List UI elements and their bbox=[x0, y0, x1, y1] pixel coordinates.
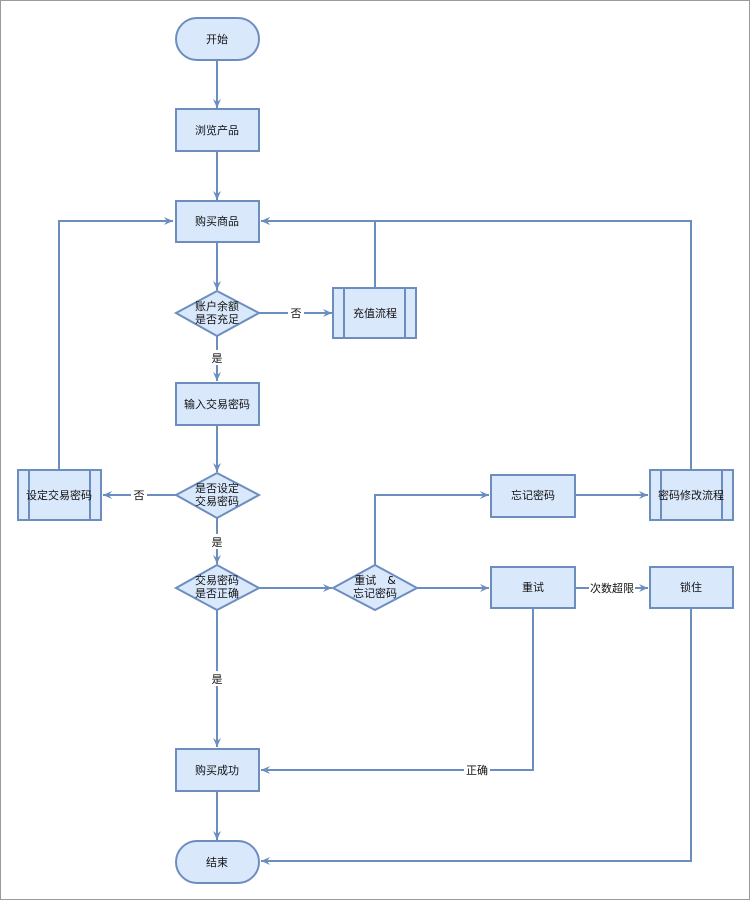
node-retryforgot-label-1: 重试 & bbox=[354, 573, 396, 587]
node-hasset-label-1: 是否设定 bbox=[195, 481, 239, 495]
node-end: 结束 bbox=[175, 840, 260, 884]
node-success-label: 购买成功 bbox=[195, 763, 239, 777]
edge-label-yes-correct: 是 bbox=[212, 673, 223, 686]
node-balance-decision: 账户余额 是否充足 bbox=[173, 289, 262, 338]
node-retry: 重试 bbox=[490, 566, 576, 609]
node-set-password-process: 设定交易密码 bbox=[17, 469, 102, 521]
node-correct-label-2: 是否正确 bbox=[195, 587, 239, 600]
node-forgot-label: 忘记密码 bbox=[511, 488, 555, 502]
node-retry-label: 重试 bbox=[522, 580, 544, 594]
node-buy-goods: 购买商品 bbox=[175, 200, 260, 243]
edge-setpwd-to-buy bbox=[58, 217, 173, 470]
edge-labels: 否 是 否 是 是 次数超限 正确 bbox=[131, 305, 635, 777]
node-setpwd-label: 设定交易密码 bbox=[26, 488, 92, 502]
edge-label-yes-balance: 是 bbox=[212, 352, 223, 365]
edge-retryforgot-to-forgot bbox=[374, 491, 489, 565]
node-modify-password-process: 密码修改流程 bbox=[649, 469, 734, 521]
node-recharge-process: 充值流程 bbox=[332, 287, 417, 339]
edge-modify-to-buy bbox=[261, 217, 692, 470]
node-hasset-decision: 是否设定 交易密码 bbox=[173, 471, 262, 520]
node-hasset-label-2: 交易密码 bbox=[195, 494, 239, 508]
node-correct-label-1: 交易密码 bbox=[195, 573, 239, 587]
node-lock-label: 锁住 bbox=[680, 580, 702, 594]
node-balance-label-1: 账户余额 bbox=[195, 299, 239, 313]
edge-label-no-recharge: 否 bbox=[291, 307, 302, 320]
edge-label-yes-set: 是 bbox=[212, 536, 223, 549]
node-input-label: 输入交易密码 bbox=[184, 397, 250, 411]
node-lock: 锁住 bbox=[649, 566, 734, 609]
node-correct-decision: 交易密码 是否正确 bbox=[173, 563, 262, 612]
node-end-label: 结束 bbox=[206, 856, 228, 869]
node-recharge-label: 充值流程 bbox=[353, 306, 397, 320]
node-modify-label: 密码修改流程 bbox=[658, 488, 724, 502]
node-buy-label: 购买商品 bbox=[195, 214, 239, 228]
node-browse-label: 浏览产品 bbox=[195, 123, 239, 137]
node-start-label: 开始 bbox=[206, 32, 228, 46]
node-forgot-password: 忘记密码 bbox=[490, 474, 576, 518]
node-browse-products: 浏览产品 bbox=[175, 108, 260, 152]
edge-lock-to-end bbox=[261, 609, 692, 865]
edges bbox=[58, 60, 692, 865]
node-input-password: 输入交易密码 bbox=[175, 382, 260, 426]
node-balance-label-2: 是否充足 bbox=[195, 312, 239, 326]
node-start: 开始 bbox=[175, 17, 260, 61]
node-purchase-success: 购买成功 bbox=[175, 748, 260, 792]
edge-label-retry-correct: 正确 bbox=[466, 764, 488, 777]
edge-label-no-set: 否 bbox=[134, 489, 145, 502]
edge-retry-to-success bbox=[261, 609, 534, 774]
node-retryforgot-label-2: 忘记密码 bbox=[353, 586, 397, 600]
edge-label-retry-limit: 次数超限 bbox=[590, 581, 634, 595]
node-retry-forgot-decision: 重试 & 忘记密码 bbox=[330, 563, 420, 612]
